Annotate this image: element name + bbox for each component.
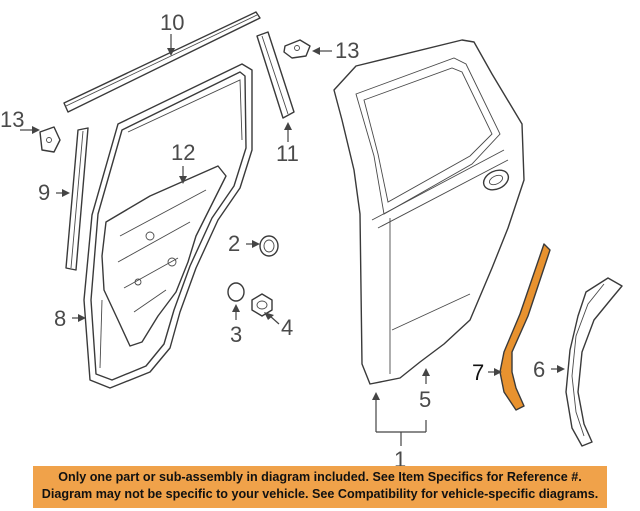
callout-13-top: 13 — [335, 38, 359, 63]
callout-1: 1 — [394, 447, 406, 472]
disclaimer-line-1: Only one part or sub-assembly in diagram… — [58, 470, 582, 484]
disclaimer-line-2: Diagram may not be specific to your vehi… — [41, 487, 599, 501]
callout-13-left: 13 — [0, 107, 24, 132]
leader-lines — [20, 34, 565, 446]
part-7-highlighted-molding — [499, 243, 551, 411]
part-8-weatherstrip — [83, 63, 253, 389]
callout-5: 5 — [419, 387, 431, 412]
part-12-water-shield — [101, 165, 227, 347]
callout-2: 2 — [228, 231, 240, 256]
disclaimer-banner: Only one part or sub-assembly in diagram… — [33, 466, 607, 508]
part-2-plug — [259, 235, 279, 257]
part-1-door-shell — [333, 39, 525, 385]
part-13-bracket-left — [39, 126, 61, 153]
part-13-bracket-top — [283, 39, 311, 59]
callout-10: 10 — [160, 10, 184, 35]
part-6-arch-molding — [565, 277, 623, 447]
part-3-plug — [227, 282, 245, 302]
part-4-grommet — [251, 293, 273, 317]
callout-11: 11 — [276, 141, 299, 166]
part-10-belt-molding — [63, 11, 261, 113]
callout-9: 9 — [38, 180, 50, 205]
callout-6: 6 — [533, 357, 545, 382]
part-9-sash-strip — [65, 127, 89, 271]
part-11-channel-strip — [256, 31, 295, 119]
callout-labels: 10 13 13 11 12 9 2 3 4 8 7 6 5 1 — [0, 10, 545, 472]
callout-3: 3 — [230, 322, 242, 347]
callout-12: 12 — [171, 140, 195, 165]
callout-4: 4 — [281, 315, 293, 340]
callout-8: 8 — [54, 306, 66, 331]
callout-7: 7 — [472, 360, 484, 385]
